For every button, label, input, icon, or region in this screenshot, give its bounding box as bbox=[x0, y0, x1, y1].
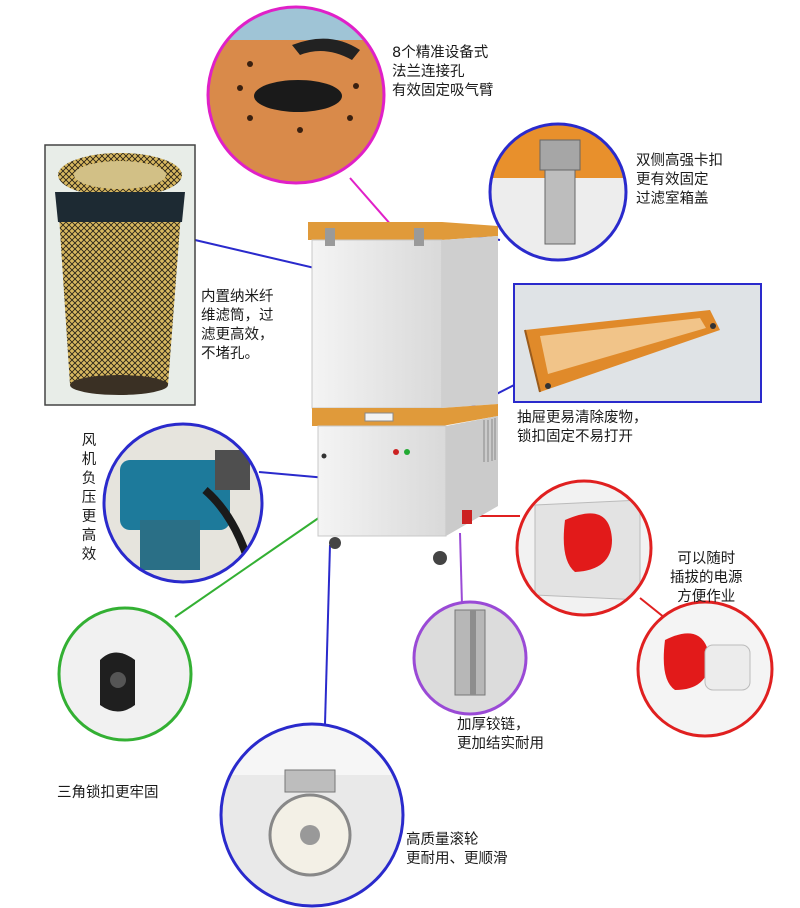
caption-latch: 双侧高强卡扣 更有效固定 过滤室箱盖 bbox=[636, 153, 723, 207]
caption-plug: 可以随时 插拔的电源 方便作业 bbox=[670, 551, 743, 605]
caption-flange: 8个精准设备式 法兰连接孔 有效固定吸气臂 bbox=[392, 45, 494, 99]
filter-cartridge-photo bbox=[44, 144, 196, 406]
lock-closeup bbox=[57, 606, 193, 742]
caption-drawer: 抽屉更易清除废物， 锁扣固定不易打开 bbox=[517, 410, 648, 445]
drawer-photo bbox=[513, 283, 762, 403]
caption-fan: 风 机 负 压 更 高 效 bbox=[81, 433, 97, 563]
plug-closeup-connector bbox=[636, 600, 774, 738]
caption-hinge: 加厚铰链， 更加结实耐用 bbox=[457, 717, 544, 752]
caption-lock: 三角锁扣更牢固 bbox=[57, 785, 159, 801]
fan-closeup bbox=[102, 422, 264, 584]
hinge-closeup bbox=[412, 600, 528, 716]
latch-closeup bbox=[488, 122, 628, 262]
plug-closeup-socket bbox=[515, 479, 653, 617]
dust-collector-cabinet bbox=[308, 222, 498, 565]
flange-closeup bbox=[206, 5, 386, 185]
caption-wheel: 高质量滚轮 更耐用、更顺滑 bbox=[406, 832, 508, 867]
caption-filter: 内置纳米纤 维滤筒，过 滤更高效， 不堵孔。 bbox=[201, 289, 274, 362]
wheel-closeup bbox=[219, 722, 405, 908]
callout-lines bbox=[174, 177, 666, 725]
